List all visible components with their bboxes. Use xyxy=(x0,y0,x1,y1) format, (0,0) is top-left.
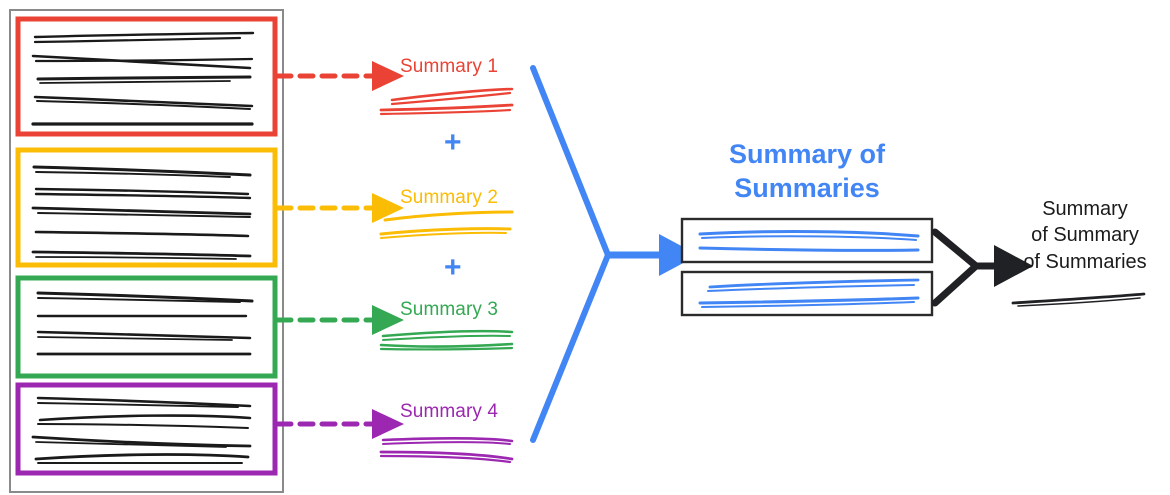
source-document-2[interactable] xyxy=(15,147,278,268)
summary-3-squiggles xyxy=(379,329,514,351)
summary-2-label: Summary 2 xyxy=(400,187,499,208)
doc-4-text-lines xyxy=(31,396,252,464)
source-document-4[interactable] xyxy=(15,382,278,476)
final-output-label: Summary of Summary of Summaries xyxy=(1000,196,1170,275)
final-output-squiggle xyxy=(1011,292,1146,307)
source-document-1[interactable] xyxy=(15,16,278,137)
summary-4-squiggles xyxy=(379,436,514,464)
source-document-3[interactable] xyxy=(15,275,278,379)
plus-icon-2: + xyxy=(444,251,462,284)
doc-1-text-lines xyxy=(31,31,255,126)
summary-4-label: Summary 4 xyxy=(400,401,499,422)
blue-merge-arrow xyxy=(530,65,699,443)
summary-2-squiggles xyxy=(379,210,514,239)
summary-of-summaries-heading: Summary of Summaries xyxy=(677,138,937,206)
sos-heading-line-1: Summary of xyxy=(728,139,886,169)
final-line-2: of Summary xyxy=(1031,224,1139,247)
summary-1-label: Summary 1 xyxy=(400,56,499,77)
doc-3-text-lines xyxy=(36,291,254,356)
summary-1-squiggles xyxy=(379,87,514,116)
sos-box-1-squiggles xyxy=(698,230,920,252)
plus-icon-1: + xyxy=(444,126,462,159)
summary-3-label: Summary 3 xyxy=(400,299,499,320)
final-line-1: Summary xyxy=(1042,198,1128,220)
doc-2-text-lines xyxy=(31,165,252,260)
summary-of-summaries-box-2[interactable] xyxy=(680,270,934,317)
sos-heading-line-2: Summaries xyxy=(734,172,880,203)
final-line-3: of Summaries xyxy=(1023,250,1147,273)
black-merge-arrow xyxy=(931,228,1034,307)
summary-of-summaries-box-1[interactable] xyxy=(680,217,934,264)
sos-box-2-squiggles xyxy=(698,278,920,308)
